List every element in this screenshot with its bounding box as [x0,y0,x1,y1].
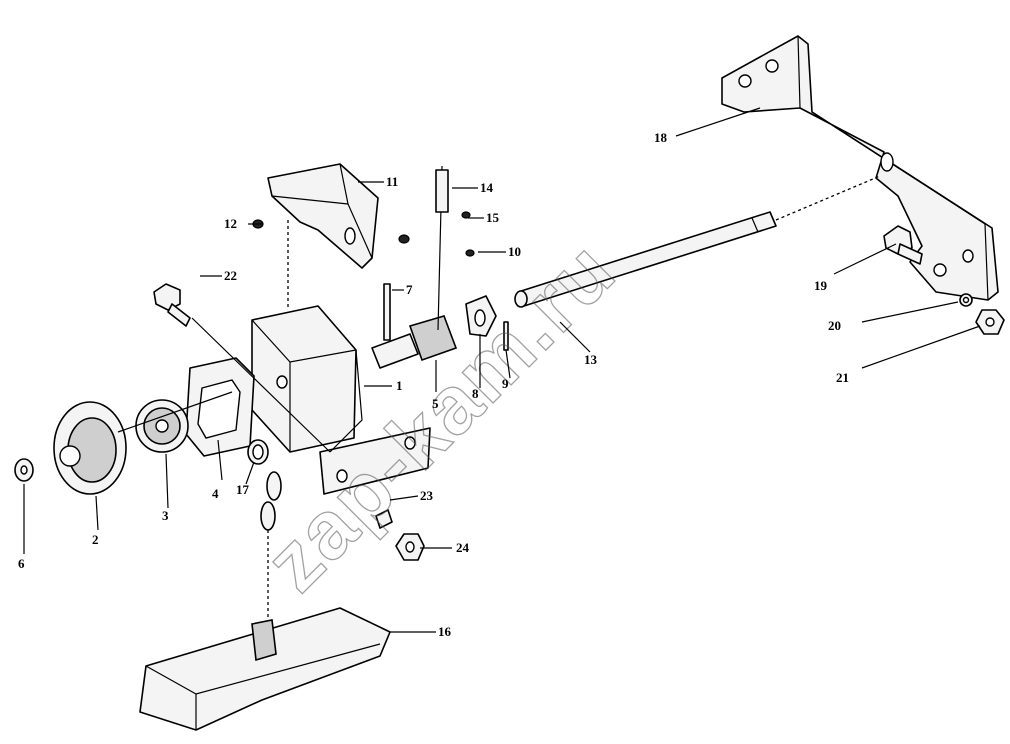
callout-3: 3 [162,508,169,523]
callout-12: 12 [224,216,237,231]
callout-13: 13 [584,352,598,367]
part-16-lower-bracket [139,607,391,731]
cover-screw [398,234,410,244]
part-9-pin [503,321,509,351]
part-5-coupling [371,165,458,369]
part-23-washer [375,509,393,529]
part-4-plate [185,357,255,457]
callout-24: 24 [456,540,470,555]
part-15-screw [461,211,471,219]
part-22-bolt [153,283,331,453]
callout-1: 1 [396,378,403,393]
part-18-mounting-bracket [721,35,999,301]
part-3-sprocket [135,399,189,453]
callout-15: 15 [486,210,500,225]
part-1-housing [251,305,431,495]
part-21-nut [975,309,1005,335]
part-10-screw [465,249,475,257]
part-8-clamp [465,295,497,337]
leader-lines [23,107,981,633]
part-14-bolt [435,169,449,213]
callout-16: 16 [438,624,452,639]
callout-14: 14 [480,180,494,195]
callout-6: 6 [18,556,25,571]
callout-21: 21 [836,370,849,385]
callout-20: 20 [828,318,841,333]
callout-labels: 11 12 14 15 10 7 22 18 19 20 21 1 5 8 9 … [18,130,849,639]
part-13-shaft [514,175,881,308]
callout-23: 23 [420,488,434,503]
part-17-ring-hole [252,444,264,460]
callout-22: 22 [224,268,237,283]
callout-2: 2 [92,532,99,547]
part-11-cover [267,163,379,269]
part-12-screw [252,219,289,308]
callout-10: 10 [508,244,521,259]
chain [260,471,282,618]
callout-7: 7 [406,282,413,297]
callout-9: 9 [502,376,509,391]
callout-18: 18 [654,130,668,145]
part-6-washer-hole [20,465,28,475]
part-7-pin [383,283,391,341]
part-20-washer-hole [962,296,970,304]
part-24-nut [395,533,425,561]
callout-17: 17 [236,482,250,497]
callout-4: 4 [212,486,219,501]
part-2-pulley [53,391,233,495]
callout-19: 19 [814,278,828,293]
callout-5: 5 [432,396,439,411]
callout-11: 11 [386,174,398,189]
callout-8: 8 [472,386,479,401]
